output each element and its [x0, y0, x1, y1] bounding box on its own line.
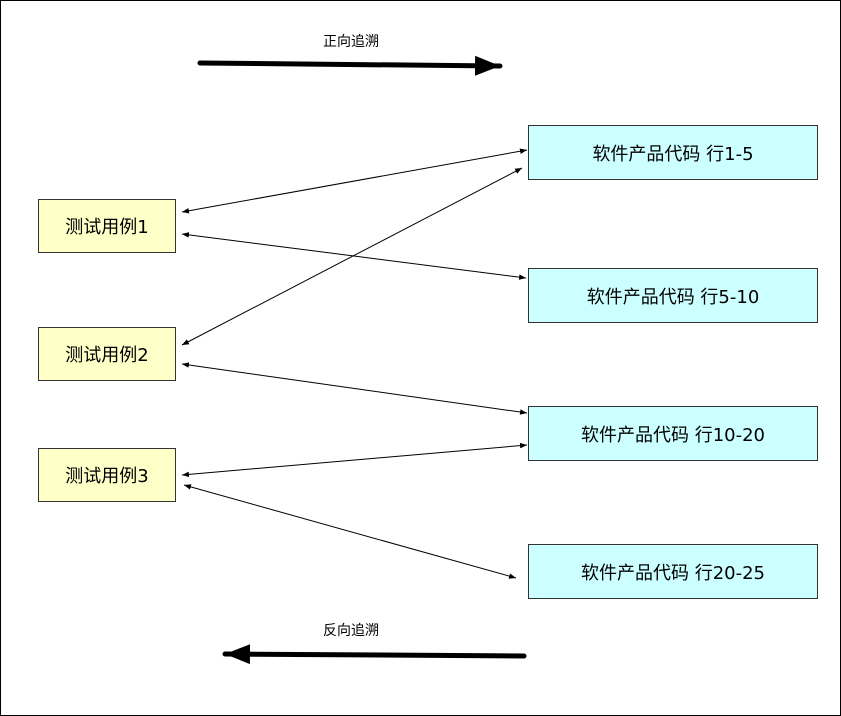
- test-case-1: 测试用例1: [38, 199, 176, 253]
- backward-trace-arrow: [222, 644, 527, 665]
- test-case-2: 测试用例2: [38, 327, 176, 381]
- code-block-4: 软件产品代码 行20-25: [528, 544, 818, 599]
- link-t3-c3: [181, 442, 528, 478]
- test-case-3: 测试用例3: [38, 448, 176, 502]
- code-block-3: 软件产品代码 行10-20: [528, 406, 818, 461]
- link-t1-c1: [181, 148, 528, 214]
- forward-trace-arrow: [197, 55, 503, 76]
- link-t3-c4: [183, 484, 517, 579]
- code-block-1: 软件产品代码 行1-5: [528, 125, 818, 180]
- forward-trace-label: 正向追溯: [323, 34, 379, 50]
- link-t2-c1: [181, 167, 523, 346]
- backward-trace-label: 反向追溯: [323, 623, 379, 639]
- link-t2-c3: [181, 362, 528, 415]
- code-block-2: 软件产品代码 行5-10: [528, 268, 818, 323]
